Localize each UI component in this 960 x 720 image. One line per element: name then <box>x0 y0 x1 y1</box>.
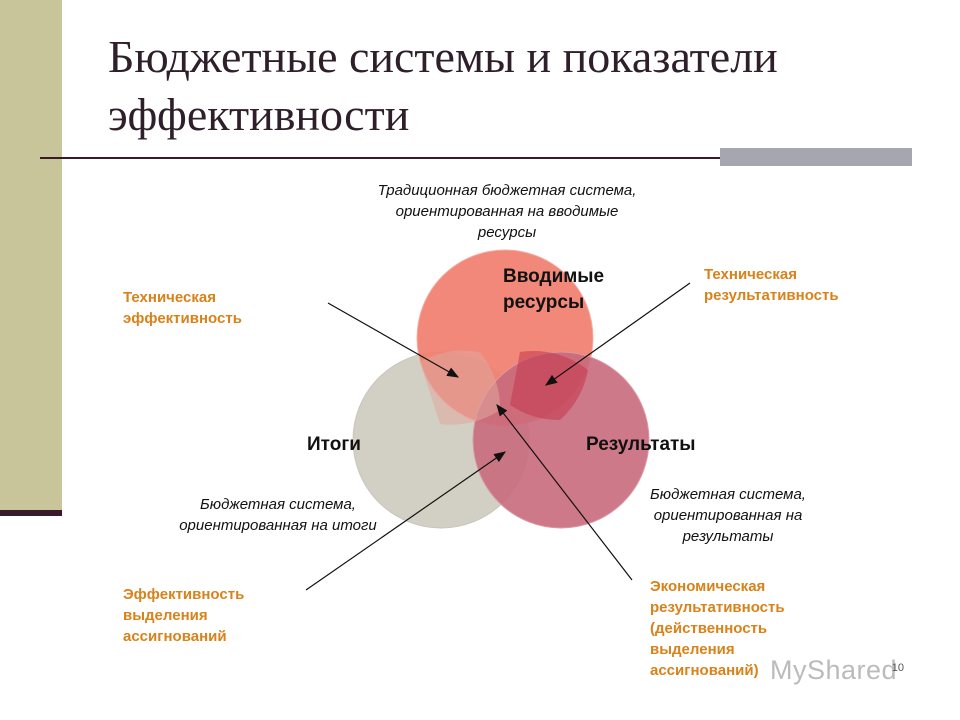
watermark: MyShared <box>770 655 898 685</box>
arrow-tech-efficiency <box>327 302 460 378</box>
page-number: 10 <box>891 662 904 674</box>
circle-label-inputs: Вводимые ресурсы <box>503 266 605 313</box>
title-accent-bar <box>720 148 912 166</box>
tech-effectiveness-label: Техническая результативность <box>704 266 839 304</box>
arrow-allocation-efficiency <box>305 451 506 591</box>
overlap-inputs-outcomes <box>420 350 501 425</box>
circle-label-outcomes: Итоги <box>307 434 361 455</box>
allocation-efficiency-label: Эффективность выделения ассигнований <box>123 586 245 645</box>
economic-effectiveness-label: Экономическая результативность (действен… <box>650 578 785 679</box>
title-divider <box>40 157 912 159</box>
left-decor-bar <box>0 0 62 510</box>
slide-title: Бюджетные системы и показатели эффективн… <box>108 31 778 140</box>
arrow-tech-effectiveness <box>545 282 691 386</box>
outcomes-system-label: Бюджетная система, ориентированная на ит… <box>179 496 377 534</box>
results-system-label: Бюджетная система, ориентированная на ре… <box>650 486 806 545</box>
arrow-economic-effectiveness <box>496 404 633 581</box>
circle-label-results: Результаты <box>586 434 696 455</box>
left-decor-underline <box>0 510 62 516</box>
traditional-system-label: Традиционная бюджетная система, ориентир… <box>377 182 637 241</box>
tech-efficiency-label: Техническая эффективность <box>123 289 242 327</box>
